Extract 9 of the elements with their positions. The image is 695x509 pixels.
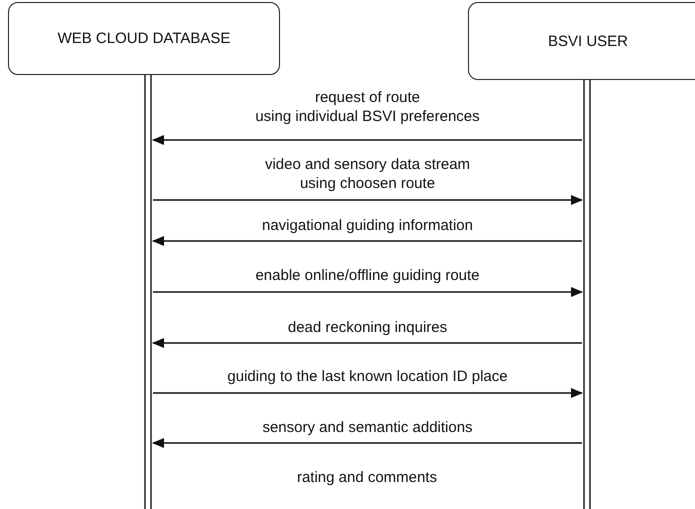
participant-box: WEB CLOUD DATABASE — [8, 2, 280, 75]
message-arrow — [152, 438, 582, 448]
message-arrow — [153, 287, 583, 297]
participant-box: BSVI USER — [468, 2, 695, 80]
message-arrow — [152, 135, 582, 145]
message-arrow — [153, 388, 583, 398]
message-arrow — [152, 338, 582, 348]
message-arrow — [152, 236, 582, 246]
message-arrow — [153, 195, 583, 205]
